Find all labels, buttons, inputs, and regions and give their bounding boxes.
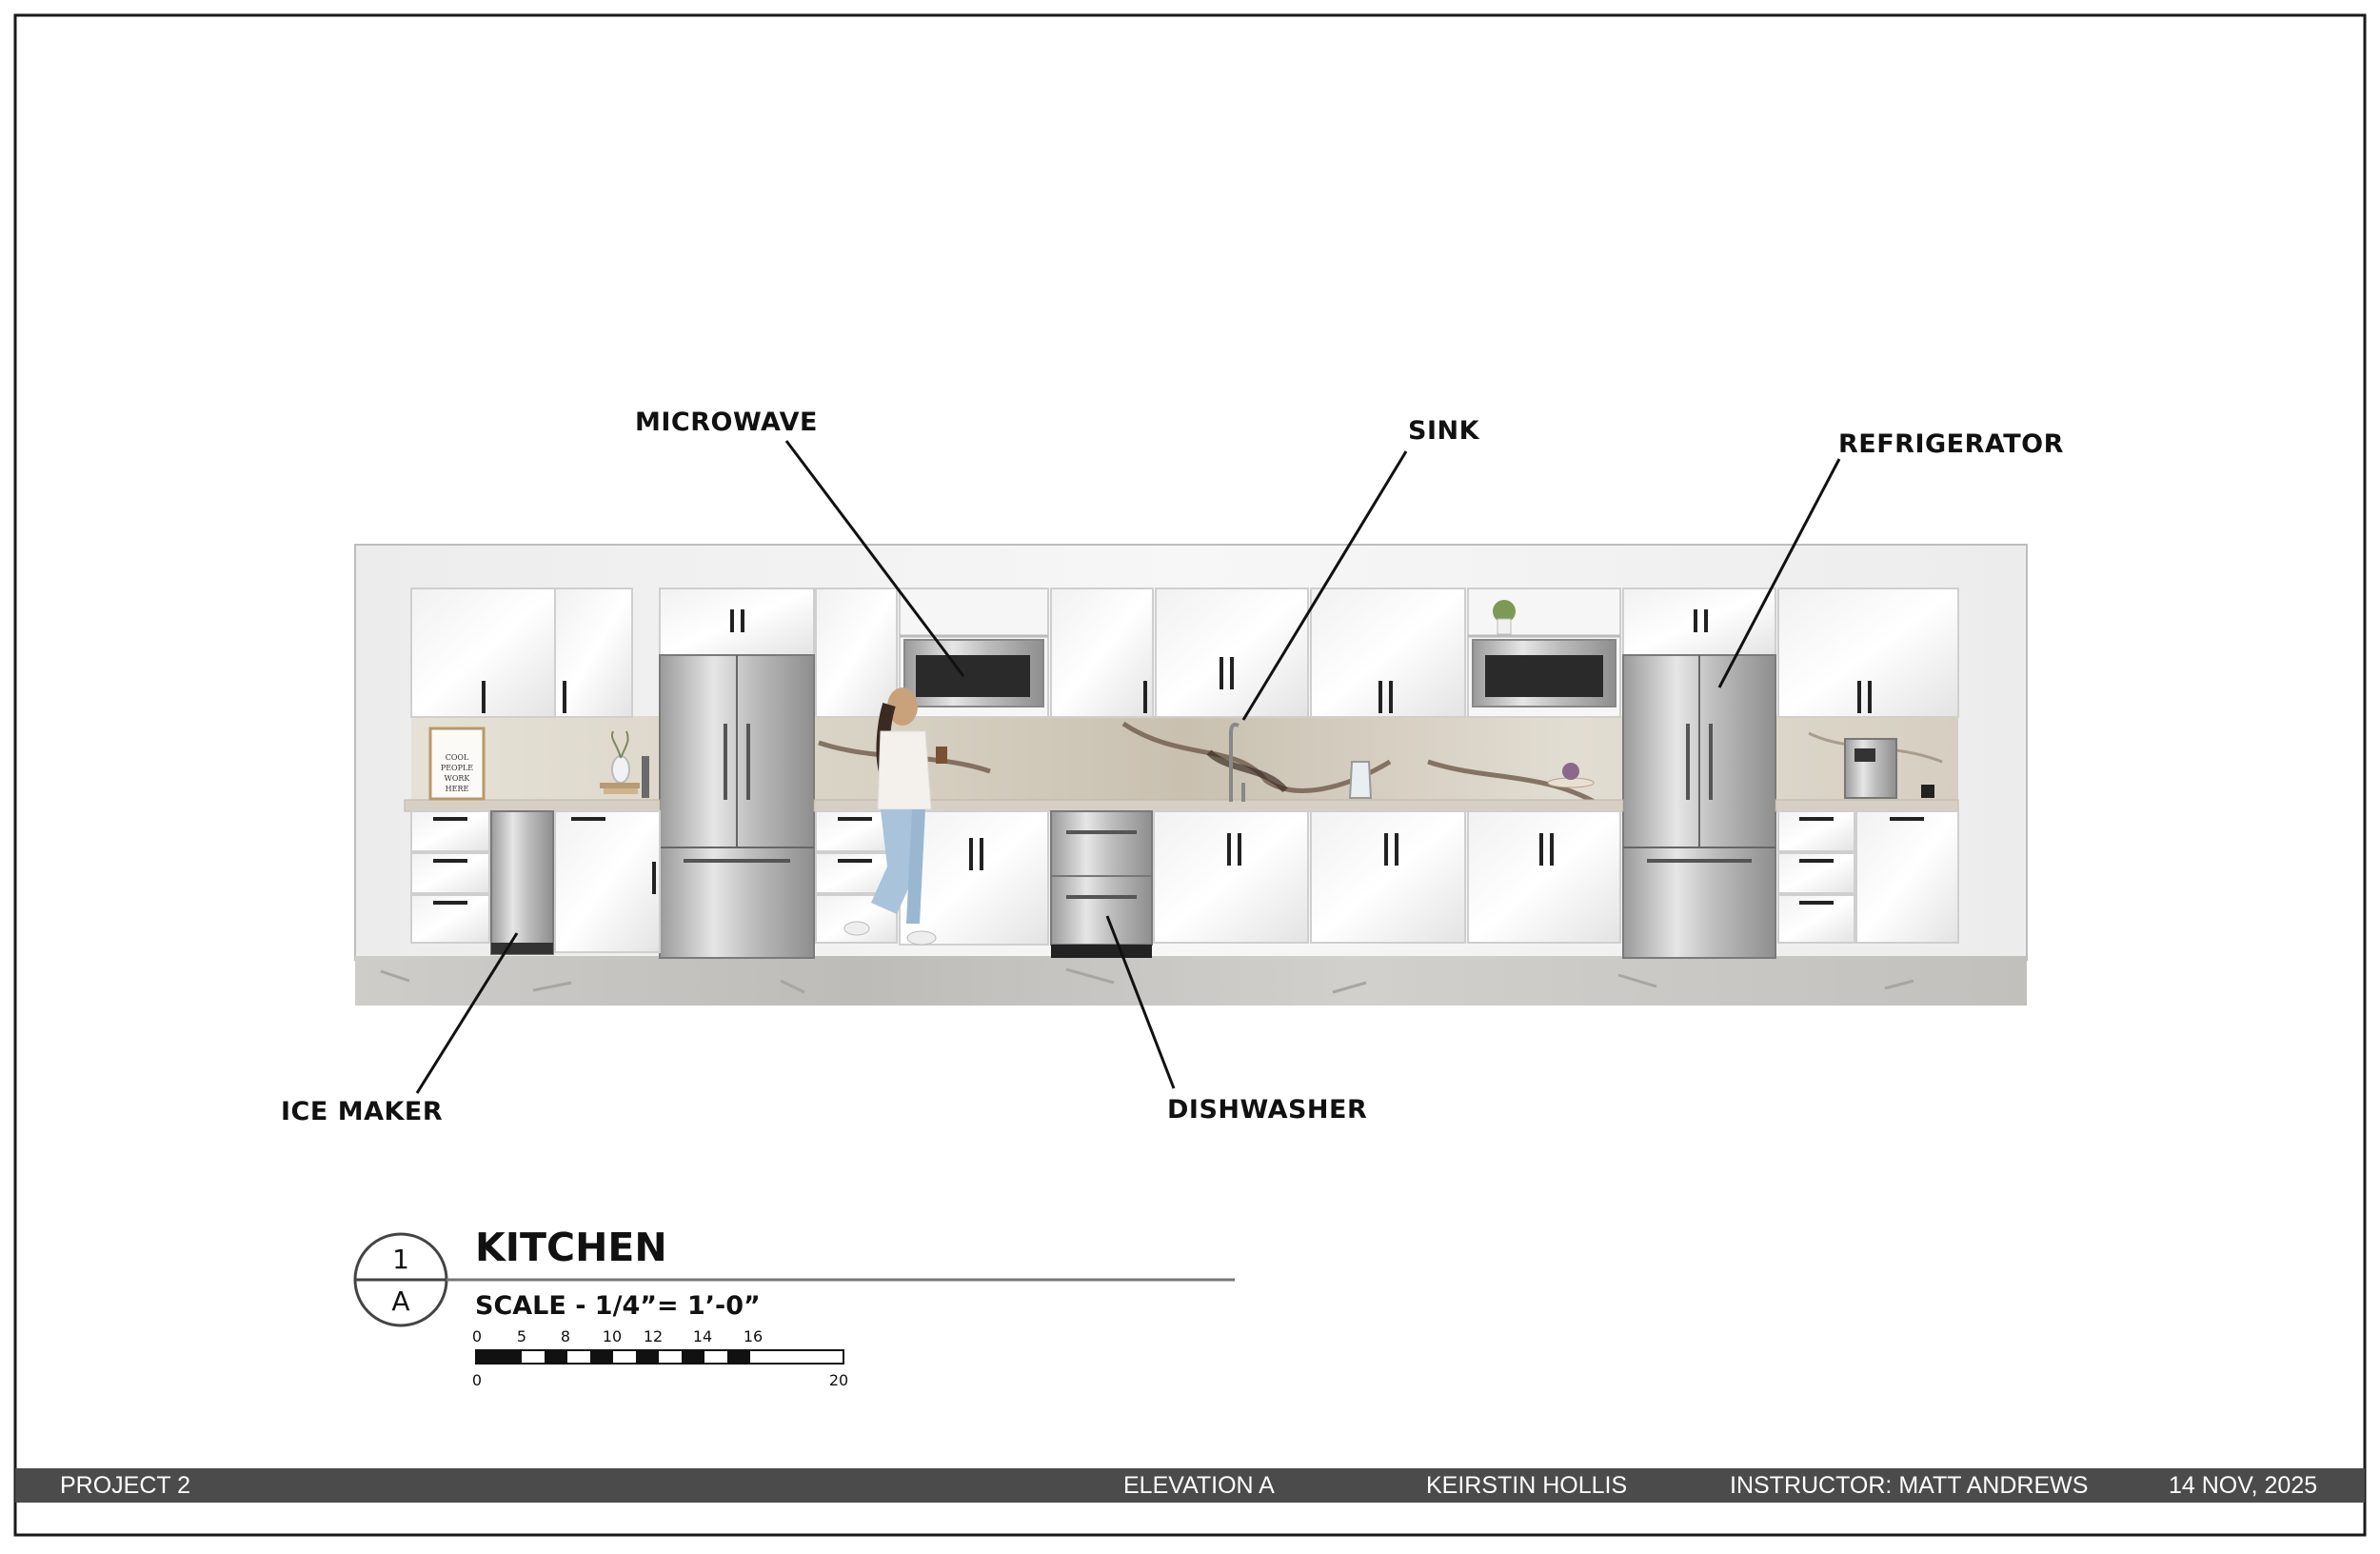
ice-maker xyxy=(490,810,554,955)
scale-tick-label: 0 xyxy=(471,1371,483,1389)
art-print-line-4: HERE xyxy=(446,785,469,793)
designer-name: KEIRSTIN HOLLIS xyxy=(1426,1472,1628,1499)
upper-cabinets xyxy=(410,588,1959,718)
scale-tick-label: 16 xyxy=(743,1327,764,1345)
dishwasher xyxy=(1050,810,1153,958)
callout-refrigerator: REFRIGERATOR xyxy=(1838,429,2064,459)
sheet-reference: A xyxy=(391,1285,410,1317)
art-print-line-1: COOL xyxy=(446,753,469,762)
callout-sink: SINK xyxy=(1408,416,1480,446)
microwave-2 xyxy=(1472,639,1616,707)
callout-dishwasher: DISHWASHER xyxy=(1167,1095,1368,1125)
coffee-machine xyxy=(1844,738,1897,799)
refrigerator-1 xyxy=(659,654,815,959)
floor-strip xyxy=(355,956,2027,1006)
scale-label: SCALE - 1/4”= 1’-0” xyxy=(475,1291,761,1321)
scale-tick-label: 14 xyxy=(692,1327,713,1345)
detail-number: 1 xyxy=(392,1244,409,1275)
sheet-border xyxy=(13,13,2367,1537)
vase xyxy=(611,755,630,784)
leader-lines xyxy=(415,440,1841,1094)
microwave-1 xyxy=(903,639,1044,707)
scale-tick-label: 10 xyxy=(602,1327,623,1345)
water-pitcher xyxy=(1348,761,1373,799)
callout-microwave: MICROWAVE xyxy=(635,408,818,437)
instructor-name: INSTRUCTOR: MATT ANDREWS xyxy=(1730,1472,2089,1499)
footer-title-bar: PROJECT 2 ELEVATION A KEIRSTIN HOLLIS IN… xyxy=(15,1468,2365,1503)
scale-tick-label: 20 xyxy=(828,1371,849,1389)
graphic-scale-bar xyxy=(475,1349,844,1365)
project-name: PROJECT 2 xyxy=(60,1472,191,1499)
art-print xyxy=(428,727,486,801)
sink-faucet xyxy=(1229,723,1245,802)
mug xyxy=(1921,785,1934,798)
art-print-line-3: WORK xyxy=(445,774,471,783)
date-label: 14 NOV, 2025 xyxy=(2169,1472,2318,1499)
plant xyxy=(1493,600,1516,623)
scale-tick-label: 5 xyxy=(516,1327,527,1345)
callout-ice-maker: ICE MAKER xyxy=(281,1097,444,1126)
scale-tick-label: 0 xyxy=(471,1327,483,1345)
refrigerator-2 xyxy=(1622,654,1776,959)
art-print-line-2: PEOPLE xyxy=(441,764,473,772)
person-figure xyxy=(843,687,947,946)
scale-tick-label: 12 xyxy=(643,1327,664,1345)
elevation-label: ELEVATION A xyxy=(1123,1472,1275,1499)
drawing-title: KITCHEN xyxy=(475,1225,667,1270)
base-cabinets xyxy=(410,810,1959,953)
scale-tick-label: 8 xyxy=(560,1327,571,1345)
